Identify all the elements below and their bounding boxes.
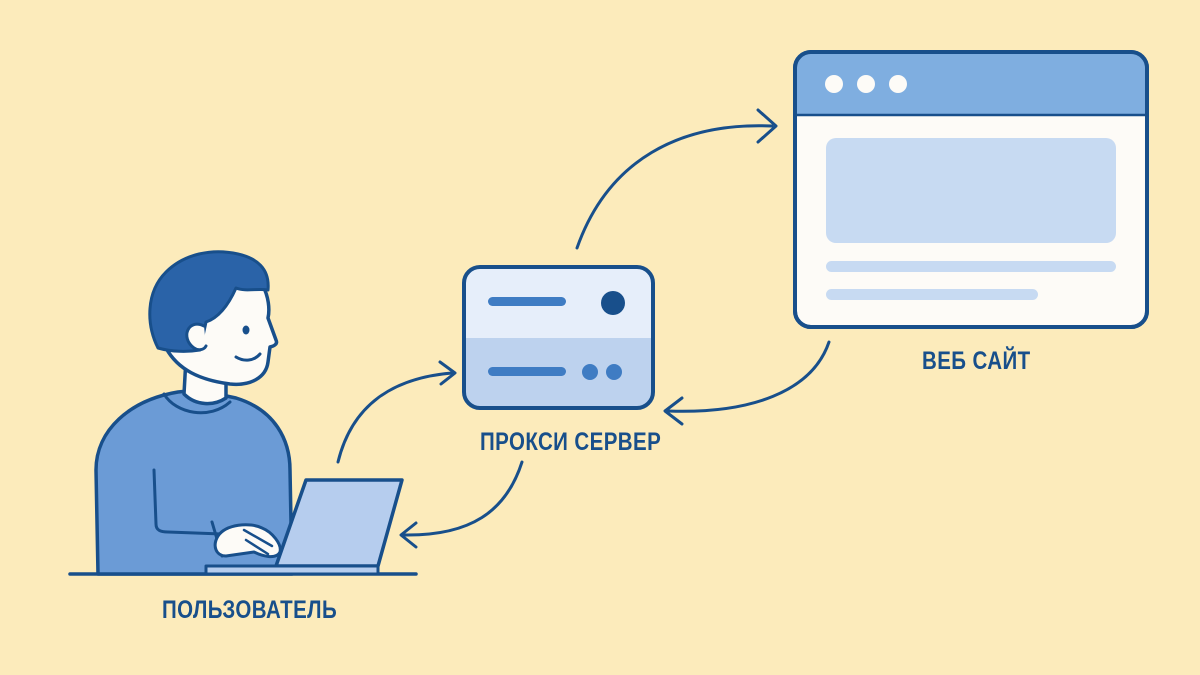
content-line: [826, 289, 1038, 300]
window-dot-icon: [825, 75, 843, 93]
person-with-laptop-icon: [68, 250, 418, 576]
user-label: ПОЛЬЗОВАТЕЛЬ: [162, 596, 338, 624]
arrowhead-user-to-proxy: [438, 360, 457, 386]
proxy-label: ПРОКСИ СЕРВЕР: [480, 428, 662, 456]
server-slot-line: [488, 297, 566, 306]
content-line: [826, 261, 1116, 272]
arrowhead-proxy-to-user: [399, 521, 418, 549]
person-smile: [234, 352, 262, 362]
window-dot-icon: [889, 75, 907, 93]
arrow-proxy-to-user: [402, 460, 524, 537]
website-label: ВЕБ САЙТ: [922, 347, 1031, 375]
server-slot-line: [488, 367, 566, 376]
laptop-screen: [274, 478, 404, 568]
server-indicator-icon: [582, 364, 598, 380]
browser-window-icon: [793, 50, 1149, 329]
content-block: [826, 138, 1116, 243]
laptop-base: [204, 564, 380, 576]
server-indicator-icon: [601, 291, 625, 315]
flow-arrows: [336, 108, 831, 549]
arrowhead-proxy-to-website: [756, 108, 778, 144]
server-icon: [462, 265, 655, 410]
arrow-proxy-to-website: [575, 124, 774, 250]
arrow-user-to-proxy: [336, 371, 454, 464]
arrowhead-website-to-proxy: [663, 396, 684, 426]
window-dot-icon: [857, 75, 875, 93]
person-eye: [242, 325, 250, 335]
arrow-website-to-proxy: [666, 340, 831, 413]
server-indicator-icon: [606, 364, 622, 380]
